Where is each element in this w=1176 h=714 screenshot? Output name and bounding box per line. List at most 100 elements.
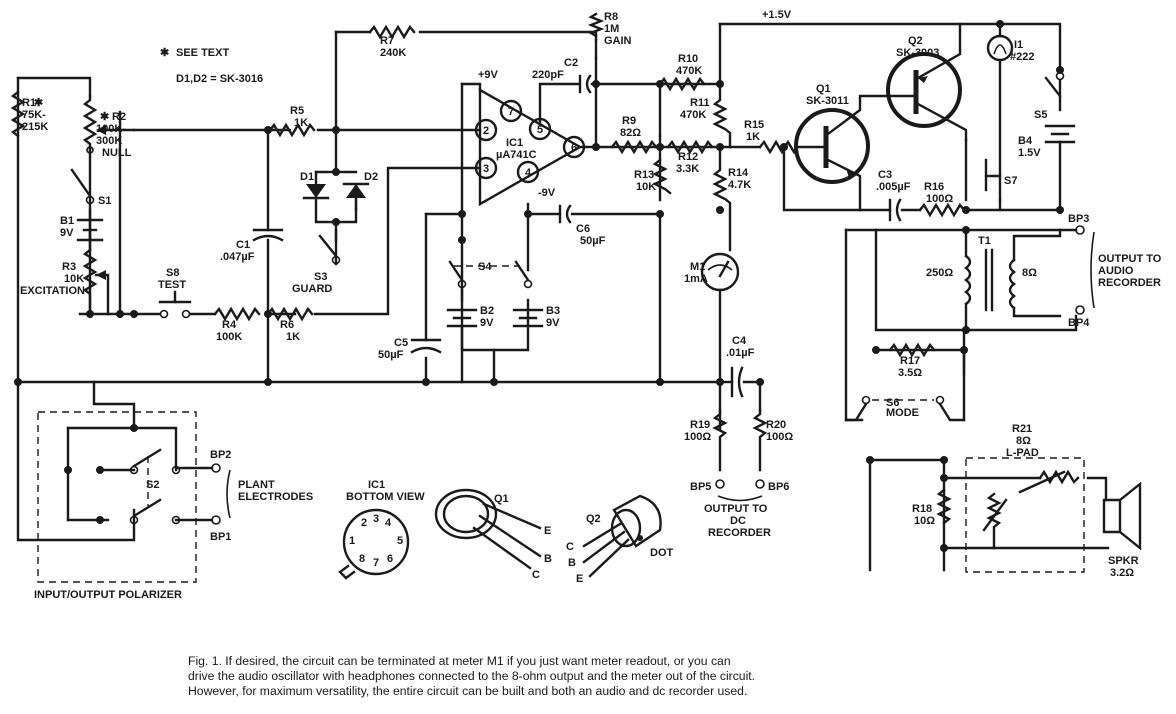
c4-val: .01µF (726, 347, 755, 359)
q1-type: SK-3011 (806, 95, 849, 107)
t1-secondary: 8Ω (1022, 267, 1037, 279)
ic1-pin-2: 2 (361, 517, 367, 529)
spkr-val: 3.2Ω (1110, 567, 1134, 579)
ic1-pin-5: 5 (397, 535, 403, 547)
s8-test: TEST (158, 279, 186, 291)
dc-out-2: DC (730, 515, 746, 527)
polarizer-label: INPUT/OUTPUT POLARIZER (34, 589, 182, 601)
c3-val: .005µF (876, 181, 911, 193)
r19-name: R19 (690, 419, 710, 431)
r2-null: NULL (102, 147, 132, 159)
b2-name: B2 (480, 305, 494, 317)
battery-b4 (1044, 71, 1076, 212)
q2-type: SK-3003 (896, 47, 939, 59)
ic1-view-name: IC1 (368, 479, 385, 491)
bp5-label: BP5 (690, 481, 711, 493)
r6-val: 1K (286, 331, 300, 343)
b3-name: B3 (546, 305, 560, 317)
r18-val: 10Ω (914, 515, 935, 527)
d1-label: D1 (300, 171, 314, 183)
r13-name: R13 (634, 169, 654, 181)
c6-val: 50µF (580, 235, 606, 247)
q2-lead-c: C (566, 541, 574, 553)
r21-name: R21 (1012, 423, 1032, 435)
switch-s3 (318, 228, 341, 266)
r9-val: 82Ω (620, 127, 641, 139)
figure-caption: Fig. 1. If desired, the circuit can be t… (188, 654, 988, 699)
switch-s1 (70, 146, 95, 205)
r20-name: R20 (766, 419, 786, 431)
q2-dot: DOT (650, 547, 674, 559)
bp6-label: BP6 (768, 481, 789, 493)
r3-val: 10K (64, 273, 84, 285)
q2-lead-e: E (576, 573, 583, 585)
r21-lpad: L-PAD (1006, 447, 1039, 459)
junction-dots (14, 20, 1064, 552)
ic1-pin-7: 7 (373, 557, 379, 569)
caption-line-3: However, for maximum versatility, the en… (188, 684, 748, 698)
r7-name: R7 (380, 35, 394, 47)
c6-name: C6 (576, 223, 590, 235)
b4-val: 1.5V (1018, 147, 1041, 159)
pin-3: 3 (483, 163, 489, 175)
ic1-pin-4: 4 (385, 517, 392, 529)
ic1-bottom-view (338, 508, 410, 580)
r14-val: 4.7K (728, 179, 751, 191)
r7-val: 240K (380, 47, 406, 59)
r3-name: R3 (62, 261, 76, 273)
c3-name: C3 (878, 169, 892, 181)
c5-val: 50µF (378, 349, 404, 361)
r11-val: 470K (680, 109, 706, 121)
i1-name: I1 (1014, 39, 1023, 51)
q2-package (582, 494, 662, 578)
r8-gain: GAIN (604, 35, 632, 47)
lamp-i1 (986, 22, 1014, 202)
r10-val: 470K (676, 65, 702, 77)
r12-val: 3.3K (676, 163, 699, 175)
r2-star: ✱ (100, 111, 109, 123)
s1-label: S1 (98, 195, 111, 207)
q1-package (434, 488, 542, 570)
s4-label: S4 (478, 261, 492, 273)
s7-label: S7 (1004, 175, 1017, 187)
r10-name: R10 (678, 53, 698, 65)
opamp-name: IC1 (506, 137, 523, 149)
b3-val: 9V (546, 317, 560, 329)
pin-6: 6 (571, 142, 577, 154)
s3-guard: GUARD (292, 283, 332, 295)
r12-name: R12 (678, 151, 698, 163)
s6-name: S6 (886, 397, 899, 409)
audio-out-2: AUDIO (1098, 265, 1134, 277)
r8-val: 1M (604, 23, 619, 35)
ic1-pin-8: 8 (359, 553, 365, 565)
r2-val2: 300K (96, 135, 122, 147)
r21-val: 8Ω (1016, 435, 1031, 447)
speaker-section (868, 457, 1142, 573)
switch-s6 (844, 228, 966, 422)
see-text-note: SEE TEXT (176, 47, 229, 59)
caption-line-1: Fig. 1. If desired, the circuit can be t… (188, 654, 731, 668)
b4-name: B4 (1018, 135, 1033, 147)
c2-val: 220pF (532, 69, 564, 81)
s8-name: S8 (166, 267, 179, 279)
diode-d2 (342, 182, 370, 212)
pin-4: 4 (525, 167, 532, 179)
dc-out-3: RECORDER (708, 527, 771, 539)
q2-lead-b: B (568, 557, 576, 569)
r2-name: R2 (112, 111, 126, 123)
r1-val2: 215K (22, 121, 48, 133)
pin-7: 7 (508, 106, 514, 118)
audio-out-1: OUTPUT TO (1098, 253, 1162, 265)
q1-pkg-label: Q1 (494, 493, 509, 505)
r9-name: R9 (622, 115, 636, 127)
r3-excitation: EXCITATION (20, 285, 85, 297)
r1-star: ✱ (34, 97, 43, 109)
transformer-t1 (844, 225, 1095, 332)
opamp-minus9: -9V (538, 187, 556, 199)
d2-label: D2 (364, 171, 378, 183)
r13-val: 10K (636, 181, 656, 193)
t1-label: T1 (978, 235, 991, 247)
ic1-pin-1: 1 (349, 535, 355, 547)
r15-val: 1K (746, 131, 760, 143)
